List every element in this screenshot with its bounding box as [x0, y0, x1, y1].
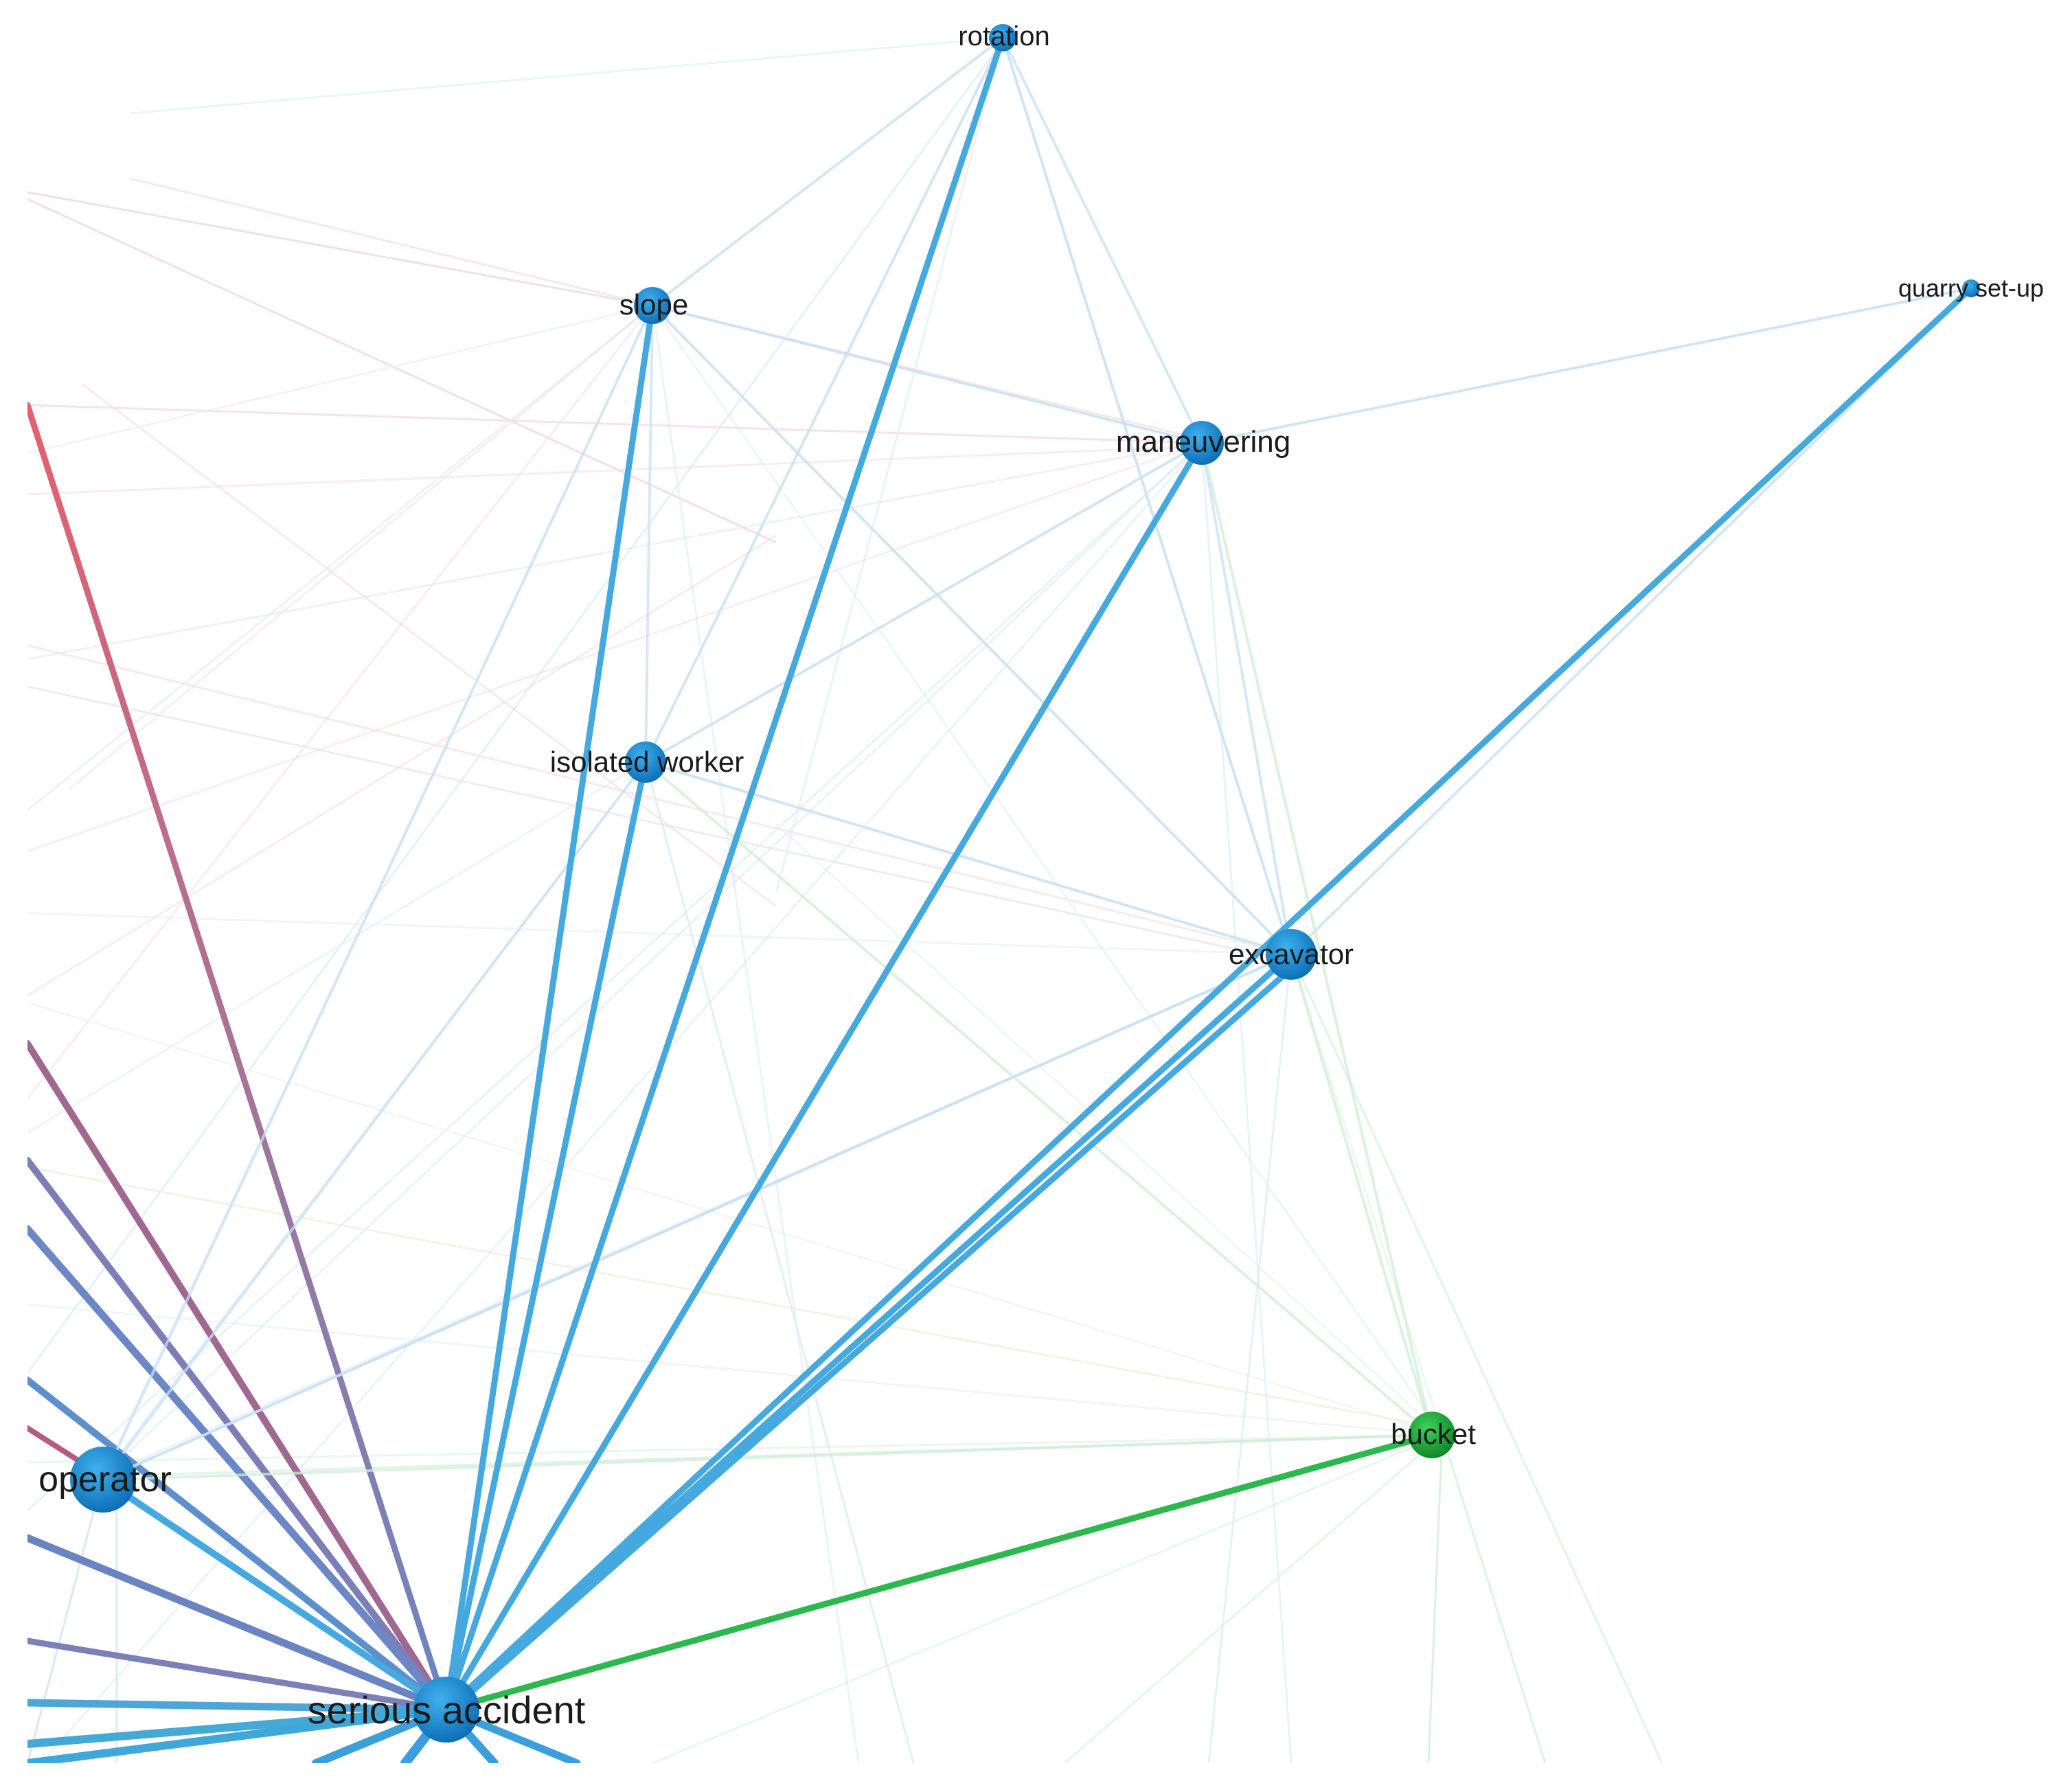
- node-circle-slope[interactable]: [634, 287, 671, 324]
- node-label-excavator: excavator: [1229, 938, 1354, 970]
- node-isolated[interactable]: isolated worker: [550, 742, 744, 783]
- link-serious-excavator-parallel: [453, 959, 1301, 1709]
- node-maneuvering[interactable]: maneuvering: [1116, 421, 1290, 465]
- link-serious-maneuvering: [443, 439, 1205, 1713]
- node-label-quarry: quarry set-up: [1898, 274, 2044, 302]
- node-circle-quarry[interactable]: [1962, 279, 1980, 297]
- node-label-slope: slope: [619, 288, 688, 321]
- link-serious-operator: [100, 1476, 450, 1713]
- node-quarry[interactable]: quarry set-up: [1898, 274, 2044, 302]
- faint-link-maneuvering-quarry: [1200, 287, 1972, 444]
- faint-link-maneuvering-bucket: [1200, 441, 1433, 1436]
- node-operator[interactable]: operator: [38, 1447, 172, 1513]
- node-label-serious: serious accident: [308, 1688, 586, 1732]
- node-layer: rotation slope quarry set-up maneuvering iso…: [38, 21, 2044, 1743]
- cross-cluster-edges: [27, 402, 581, 1763]
- node-label-bucket: bucket: [1391, 1418, 1476, 1450]
- node-circle-isolated[interactable]: [625, 742, 666, 783]
- node-label-isolated: isolated worker: [550, 746, 744, 778]
- faint-link-slope-maneuvering: [651, 304, 1203, 444]
- node-circle-maneuvering[interactable]: [1180, 421, 1224, 465]
- node-slope[interactable]: slope: [619, 287, 688, 324]
- node-circle-operator[interactable]: [70, 1447, 136, 1513]
- link-serious-excavator: [443, 951, 1295, 1713]
- faint-link-rotation-excavator: [1001, 36, 1293, 956]
- faint-link-slope-isolated: [644, 304, 654, 763]
- faint-link-maneuvering-excavator: [1200, 441, 1293, 956]
- faint-link-rotation-isolated: [644, 36, 1004, 763]
- node-label-maneuvering: maneuvering: [1116, 425, 1290, 459]
- node-label-operator: operator: [38, 1460, 172, 1500]
- faint-link-slope-operator: [102, 304, 654, 1481]
- strong-link-layer: [100, 34, 1974, 1713]
- node-circle-bucket[interactable]: [1409, 1412, 1455, 1458]
- faint-link-isolated-operator: [102, 761, 647, 1481]
- node-rotation[interactable]: rotation: [958, 21, 1050, 51]
- faint-link-quarry-excavator: [1290, 287, 1972, 956]
- link-serious-rotation: [443, 34, 1006, 1713]
- faint-link-maneuvering-isolated: [644, 441, 1203, 763]
- faint-link-slope-excavator: [651, 304, 1293, 956]
- faint-link-bucket-operator: [102, 1434, 1433, 1481]
- link-serious-quarry: [443, 285, 1974, 1713]
- node-circle-rotation[interactable]: [989, 24, 1016, 51]
- link-serious-slope: [443, 302, 656, 1713]
- faint-link-excavator-operator: [102, 953, 1293, 1481]
- faint-link-isolated-excavator: [644, 761, 1293, 956]
- link-serious-bucket: [443, 1432, 1435, 1713]
- node-circle-serious[interactable]: [413, 1677, 479, 1743]
- faint-link-rotation-slope: [651, 36, 1004, 307]
- link-serious-isolated: [443, 759, 649, 1713]
- faint-link-rotation-maneuvering: [1001, 36, 1203, 444]
- node-bucket[interactable]: bucket: [1391, 1412, 1476, 1458]
- node-circle-excavator[interactable]: [1266, 929, 1317, 980]
- faint-link-excavator-bucket: [1290, 953, 1433, 1436]
- node-serious[interactable]: serious accident: [308, 1677, 586, 1743]
- node-label-rotation: rotation: [958, 21, 1049, 51]
- node-excavator[interactable]: excavator: [1229, 929, 1354, 980]
- faint-link-isolated-bucket: [644, 761, 1433, 1436]
